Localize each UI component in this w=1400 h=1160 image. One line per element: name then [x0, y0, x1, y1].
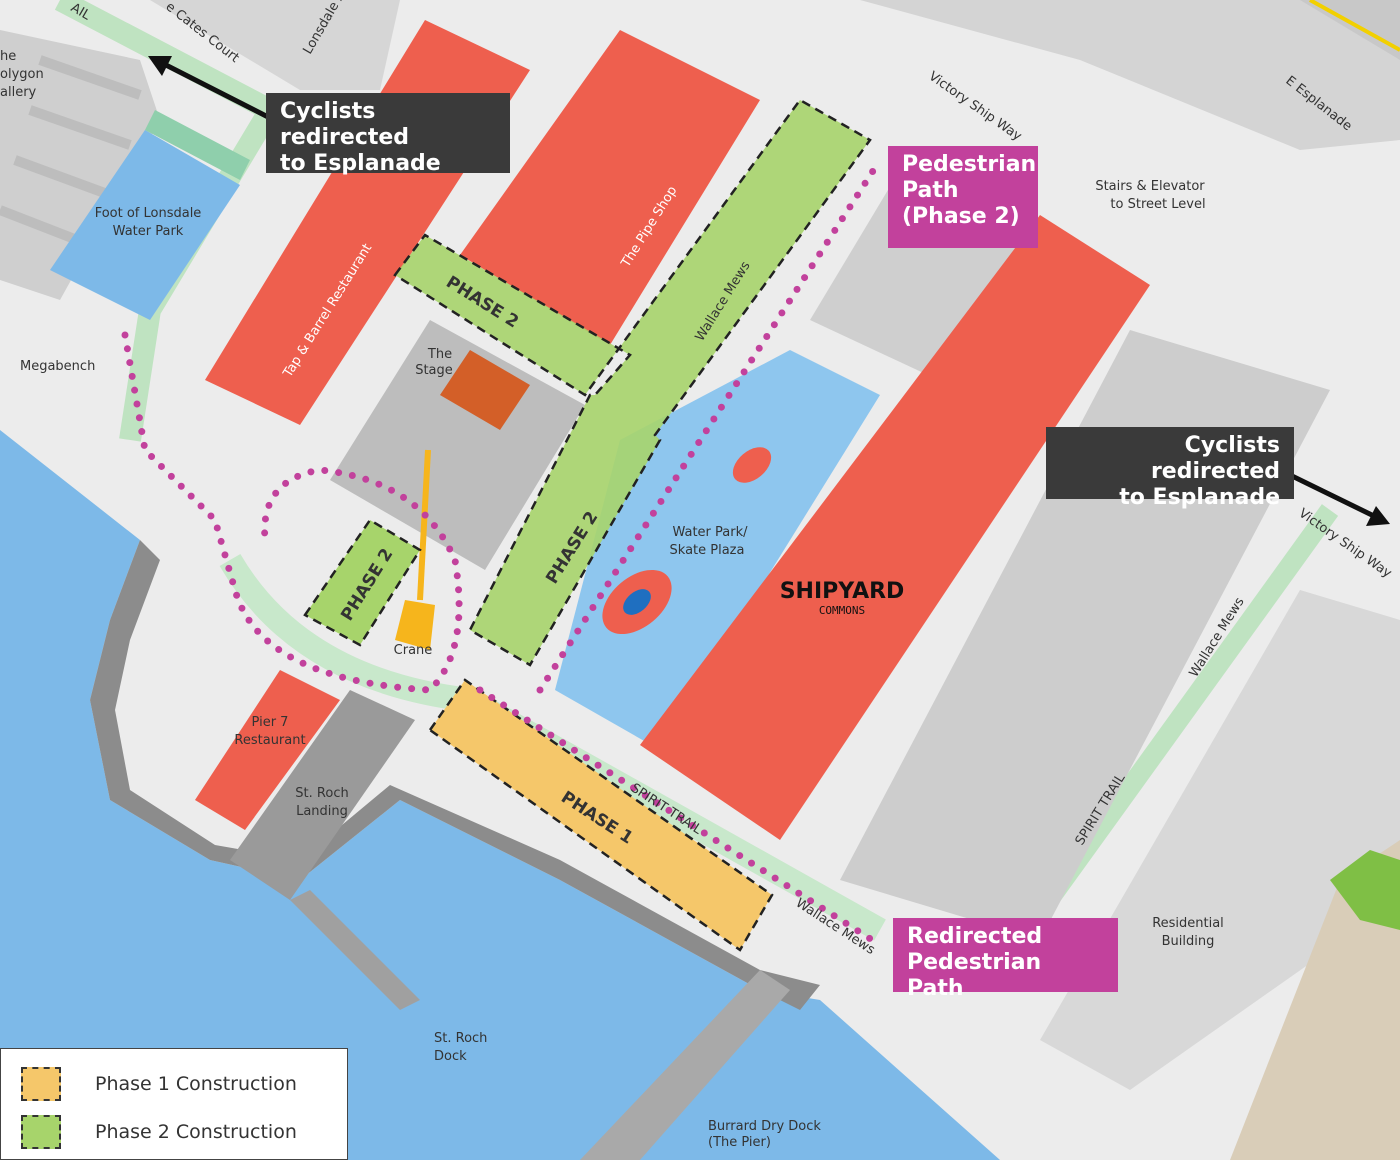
label-polygon: olygon: [0, 67, 44, 82]
foot-of-lonsdale-water-park: [50, 130, 240, 320]
legend-item-phase1: Phase 1 Construction: [21, 1067, 297, 1101]
label-stage: The: [427, 347, 452, 362]
label-stairs: to Street Level: [1110, 197, 1205, 212]
shore-rocks: [90, 540, 820, 1010]
arrow-icon-right: [1288, 472, 1390, 526]
road-esplanade-lane: [1300, 0, 1400, 60]
the-stage: [440, 350, 530, 430]
shipyard-commons-logo: SHIPYARD: [780, 579, 905, 604]
label-st-roch-dock: St. Roch: [434, 1031, 487, 1046]
callout-cyclists-redirected: Cyclists redirected to Esplanade: [1046, 427, 1294, 510]
phase2-zone-small: [303, 518, 422, 647]
legend-label: Phase 1 Construction: [95, 1073, 297, 1095]
burrard-inlet-water: [0, 430, 1000, 1160]
shipyard-commons-logo: COMMONS: [819, 604, 865, 617]
label-residential: Building: [1162, 934, 1215, 949]
road-centerline: [1309, 0, 1400, 52]
arrow-icon-left: [148, 56, 272, 121]
pier7-restaurant-building: [195, 670, 340, 830]
label-burrard-dry-dock: (The Pier): [708, 1135, 771, 1150]
st-roch-dock: [290, 890, 420, 1010]
burrard-pier: [580, 970, 790, 1160]
legend-swatch: [21, 1115, 61, 1149]
fountain-2: [732, 447, 772, 483]
fountain-1-inner: [623, 589, 651, 615]
label-st-roch-landing: Landing: [296, 804, 348, 819]
shore-right: [1230, 840, 1400, 1160]
label-stage: Stage: [415, 363, 453, 378]
label-polygon: he: [0, 49, 16, 64]
park-green-right: [1330, 850, 1400, 930]
label-st-roch-landing: St. Roch: [295, 786, 348, 801]
crane-arm: [417, 449, 431, 601]
spirit-trail-bottom: [219, 553, 886, 941]
cates-court-road: [150, 0, 400, 90]
label-megabench: Megabench: [20, 359, 95, 374]
park-green-strip: [145, 110, 250, 180]
map-legend: Phase 1 Construction Phase 2 Constructio…: [0, 1048, 348, 1160]
label-stairs: Stairs & Elevator: [1095, 179, 1205, 194]
label-victory-ship-way: Victory Ship Way: [926, 69, 1025, 144]
road-esplanade: [860, 0, 1400, 150]
callout-pedestrian-path-phase2: Pedestrian Path (Phase 2): [888, 146, 1038, 248]
label-water-park: Foot of Lonsdale: [95, 206, 202, 221]
legend-swatch: [21, 1067, 61, 1101]
pedestrian-path-loop: [121, 331, 463, 694]
callout-redirected-pedestrian-path: Redirected Pedestrian Path: [893, 918, 1118, 1001]
label-st-roch-dock: Dock: [434, 1049, 467, 1064]
legend-item-phase2: Phase 2 Construction: [21, 1115, 297, 1149]
callout-cyclists-redirected: Cyclists redirected to Esplanade: [266, 93, 510, 176]
phase1-zone: [428, 678, 774, 952]
phase2-zone-top: [393, 98, 872, 667]
label-skate-plaza: Water Park/: [672, 525, 748, 540]
legend-label: Phase 2 Construction: [95, 1121, 297, 1143]
label-burrard-dry-dock: Burrard Dry Dock: [708, 1119, 821, 1134]
label-pier7: Restaurant: [234, 733, 305, 748]
pipe-shop-building: [460, 30, 760, 345]
st-roch-landing: [230, 690, 415, 900]
shipyard-commons-building: [640, 215, 1150, 840]
label-polygon: allery: [0, 85, 37, 100]
pedestrian-path-redirected: [476, 686, 884, 949]
label-pier7: Pier 7: [252, 715, 289, 730]
label-residential: Residential: [1152, 916, 1224, 931]
label-crane: Crane: [394, 643, 433, 658]
residential-building: [1040, 590, 1400, 1090]
label-water-park: Water Park: [113, 224, 184, 239]
polygon-gallery: [0, 30, 160, 300]
label-skate-plaza: Skate Plaza: [670, 543, 745, 558]
crane: [395, 600, 435, 650]
